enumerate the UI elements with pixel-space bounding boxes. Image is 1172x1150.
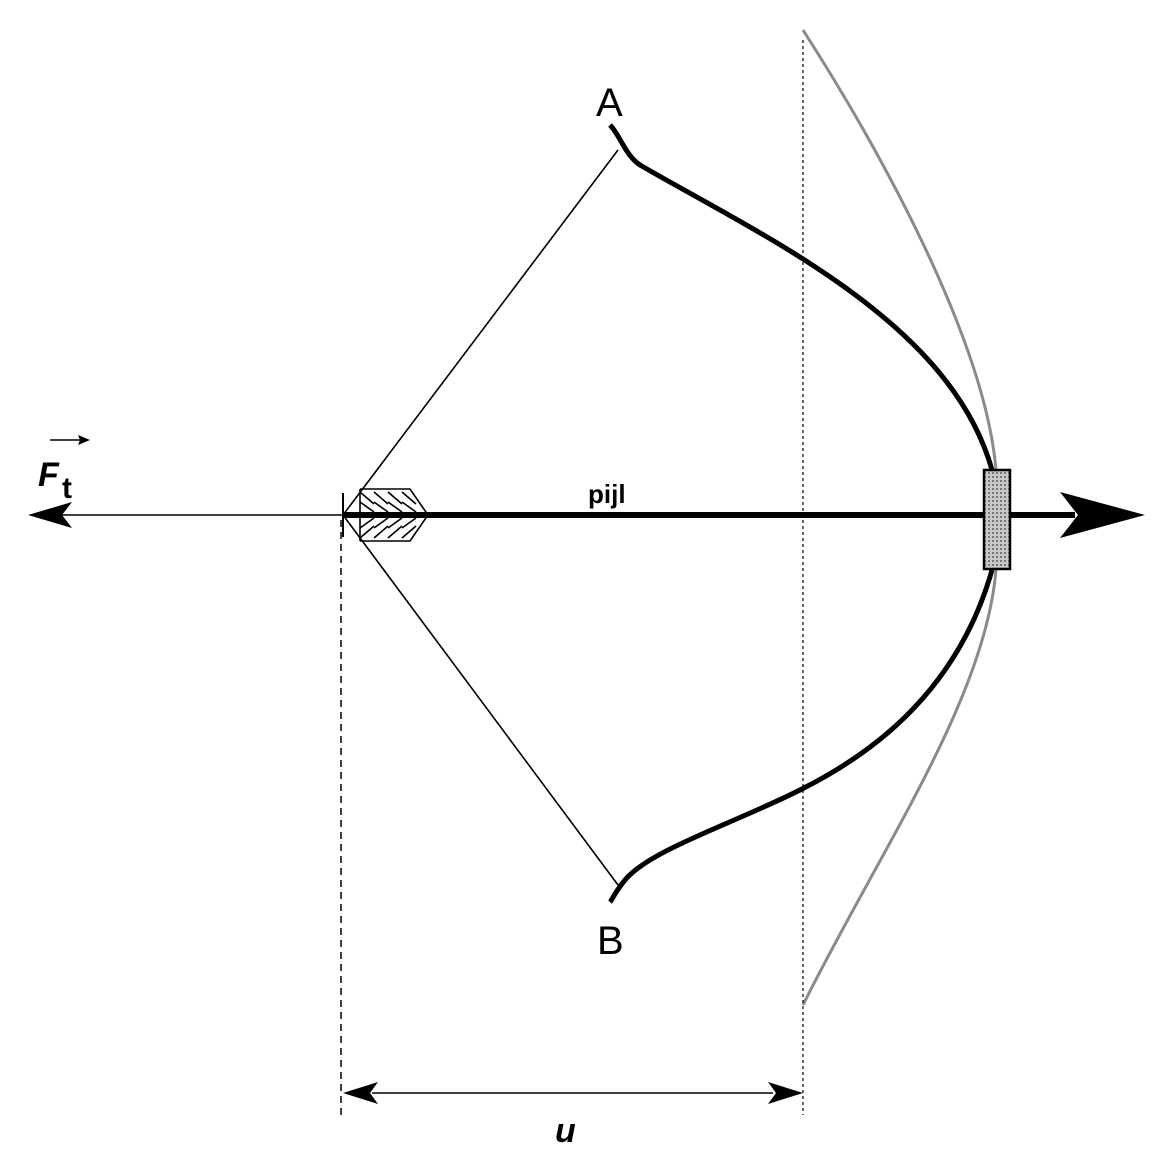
- label-point-b: B: [597, 919, 624, 963]
- bowstring-lower: [342, 514, 619, 886]
- relaxed-bow-upper: [801, 29, 998, 471]
- bow-limb-upper: [608, 123, 995, 471]
- force-vector-bar-head: [78, 435, 90, 445]
- label-arrow: pijl: [588, 479, 626, 509]
- label-force-symbol: F: [38, 456, 60, 494]
- arrow-fletching: [359, 488, 429, 542]
- label-point-a: A: [596, 81, 623, 125]
- label-displacement: u: [555, 1112, 576, 1150]
- label-force-subscript: t: [62, 472, 72, 505]
- arrow-head: [1060, 492, 1145, 538]
- bow-limb-lower: [608, 569, 995, 904]
- bow-grip: [982, 468, 1012, 571]
- relaxed-bow-lower: [801, 569, 998, 1006]
- displacement-arrow-right: [768, 1082, 803, 1104]
- bowstring-upper: [342, 149, 619, 516]
- force-arrow-head: [28, 502, 72, 528]
- displacement-arrow-left: [343, 1082, 378, 1104]
